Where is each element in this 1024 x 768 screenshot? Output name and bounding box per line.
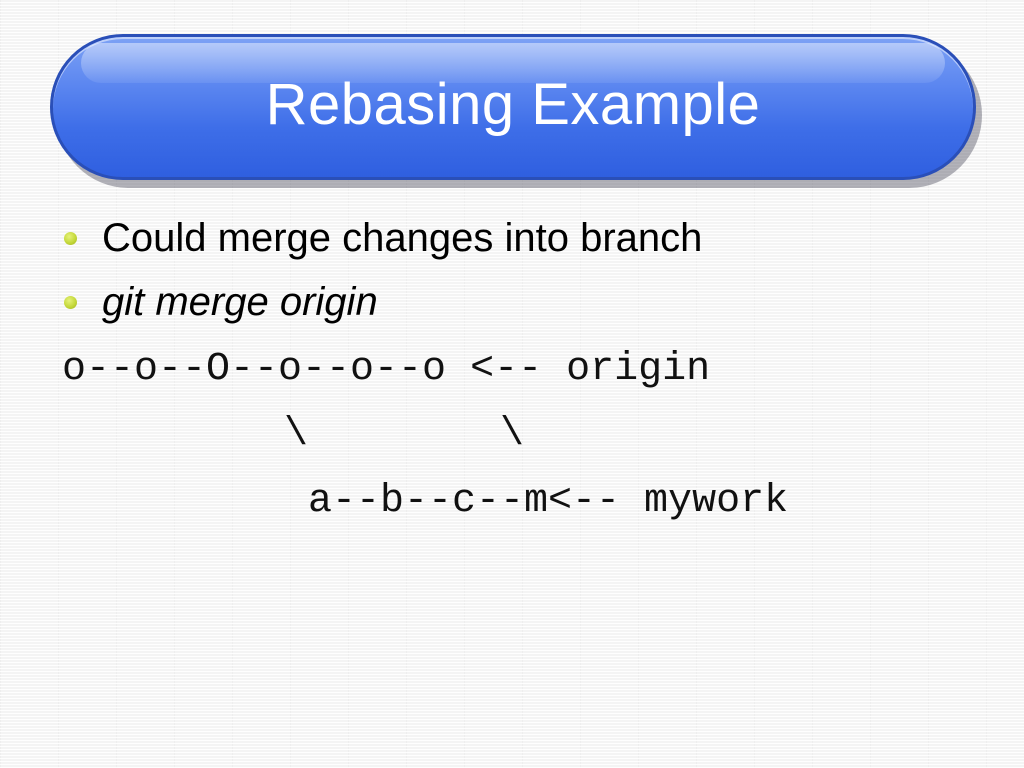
title-banner: Rebasing Example [50,34,976,180]
bullet-text: Could merge changes into branch [102,216,703,260]
slide-title: Rebasing Example [265,71,761,137]
bullet-item: Could merge changes into branch [60,212,960,276]
diagram-line-origin: o--o--O--o--o--o <-- origin [62,347,711,392]
bullet-item: git merge origin [60,276,960,340]
title-banner-gloss [81,43,945,83]
diagram-line-branches: \ \ [284,412,525,457]
bullet-dot-icon [64,296,77,309]
bullet-list: Could merge changes into branch git merg… [60,212,960,340]
bullet-text-command: git merge origin [102,280,378,324]
bullet-dot-icon [64,232,77,245]
diagram-line-mywork: a--b--c--m<-- mywork [308,479,789,524]
